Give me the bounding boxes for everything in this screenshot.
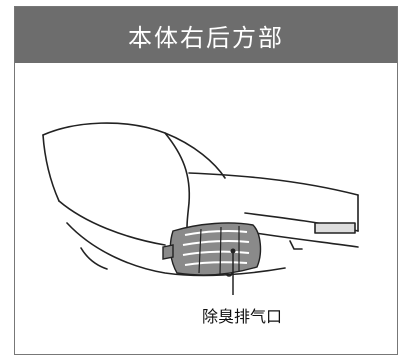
body-bottom — [66, 222, 286, 277]
rear-foot — [289, 240, 303, 250]
projector-illustration — [42, 122, 359, 295]
callout-dot — [230, 248, 236, 254]
exhaust-vent-label: 除臭排气口 — [201, 307, 282, 326]
callout-label-wrap: 除臭排气口 — [15, 303, 397, 327]
body-lower-outline — [58, 200, 166, 246]
exhaust-vent — [162, 222, 262, 276]
cover-bevel — [164, 132, 192, 242]
side-panel-line-2 — [254, 232, 359, 248]
top-cover-outline — [42, 122, 226, 179]
connector-strip — [314, 222, 356, 234]
diagram-frame: 本体右后方部 — [14, 6, 398, 355]
header-bar: 本体右后方部 — [15, 7, 397, 63]
foot-detail — [80, 247, 108, 270]
top-cover-edge — [42, 134, 60, 202]
page-title: 本体右后方部 — [128, 23, 284, 52]
body-top-edge — [188, 172, 359, 196]
